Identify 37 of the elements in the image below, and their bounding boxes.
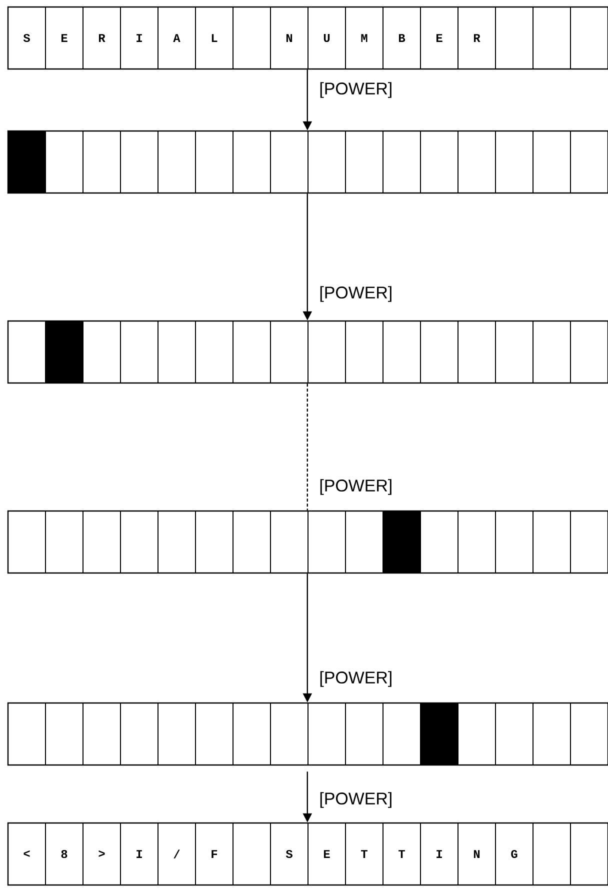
display-character: N xyxy=(286,34,292,42)
display-row xyxy=(7,6,608,70)
display-character: S xyxy=(23,34,30,42)
display-character: N xyxy=(474,850,480,858)
display-character: U xyxy=(324,34,330,42)
display-character: E xyxy=(436,34,442,42)
display-row xyxy=(7,822,608,886)
display-character: F xyxy=(212,850,218,858)
display-row xyxy=(7,130,608,194)
display-row xyxy=(7,510,608,574)
display-character: L xyxy=(212,34,218,42)
display-character: I xyxy=(136,34,142,42)
display-character: G xyxy=(511,850,518,858)
display-character: R xyxy=(98,34,106,42)
display-character: < xyxy=(24,850,30,857)
display-character: T xyxy=(398,850,405,858)
display-row xyxy=(7,320,608,384)
display-character: / xyxy=(174,850,180,858)
edge-label: [POWER] xyxy=(318,478,394,496)
display-character: M xyxy=(361,34,368,42)
edge-label: [POWER] xyxy=(318,285,394,303)
edge-label: [POWER] xyxy=(318,81,394,99)
dashed-line xyxy=(306,384,308,510)
display-character: > xyxy=(98,850,105,857)
display-character: B xyxy=(398,34,406,42)
display-character: 8 xyxy=(61,850,68,858)
edge-label: [POWER] xyxy=(318,791,394,809)
display-character: A xyxy=(173,34,180,42)
display-character: I xyxy=(436,850,442,858)
display-character: E xyxy=(324,850,330,858)
display-character: I xyxy=(136,850,142,858)
display-character: T xyxy=(361,850,368,858)
display-character: S xyxy=(286,850,292,858)
display-row xyxy=(7,702,608,766)
edge-label: [POWER] xyxy=(318,670,394,688)
display-character: R xyxy=(474,34,480,42)
display-character: E xyxy=(61,34,68,42)
